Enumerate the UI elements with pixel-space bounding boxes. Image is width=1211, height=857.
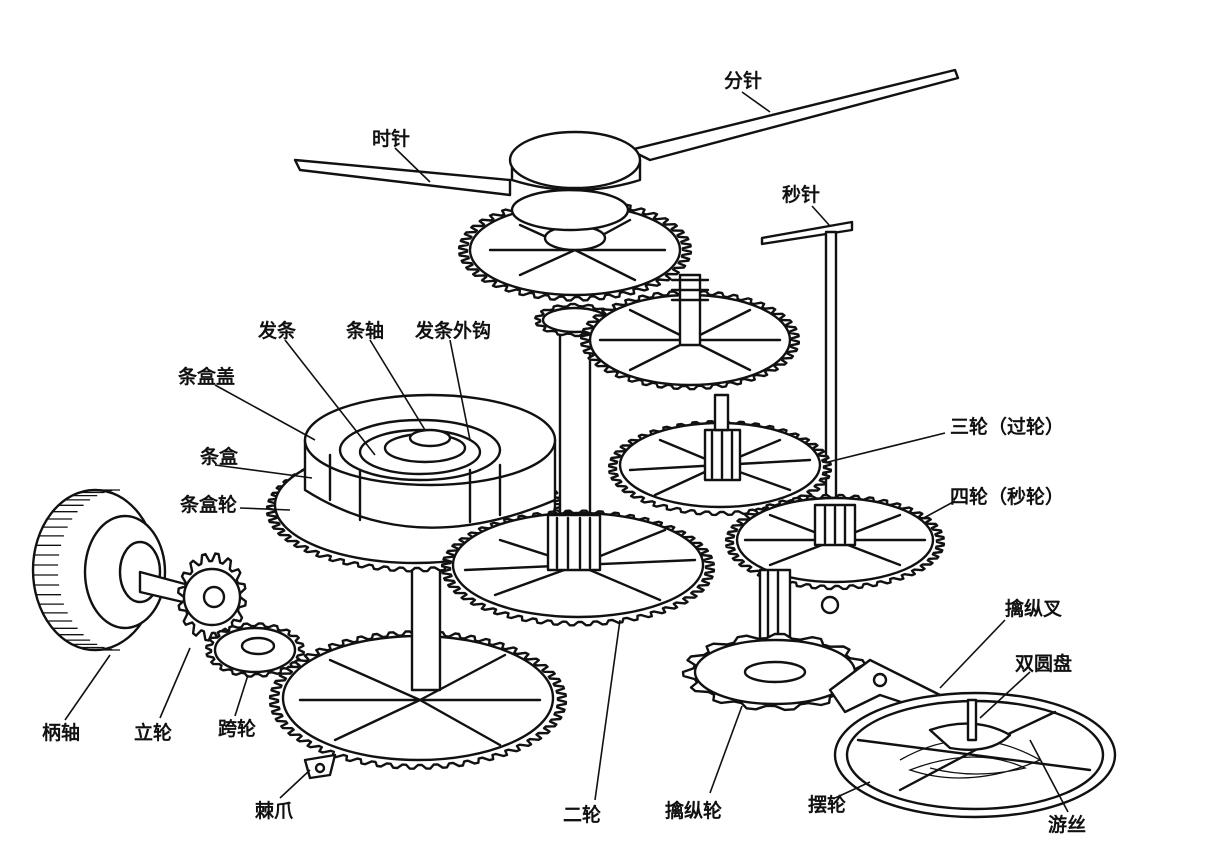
- hour-hand: [293, 158, 512, 197]
- crown-wheel: [177, 552, 247, 642]
- label-arbor: 条轴: [346, 320, 385, 342]
- label-stem: 柄轴: [42, 722, 81, 744]
- center-wheel: [440, 509, 716, 627]
- center-shaft: [558, 328, 592, 522]
- intermediate-wheel: [205, 622, 305, 678]
- label-hairspring: 游丝: [1048, 814, 1087, 836]
- barrel-post: [410, 560, 442, 692]
- label-second-hand: 秒针: [782, 184, 821, 206]
- label-outer-hook: 发条外钩: [415, 320, 492, 342]
- label-escape-wheel: 擒纵轮: [665, 800, 723, 822]
- label-barrel-wheel: 条盒轮: [180, 494, 238, 516]
- label-intermediate-wheel: 跨轮: [218, 718, 257, 740]
- label-barrel-cover: 条盒盖: [178, 366, 236, 388]
- stem-crown: [31, 488, 202, 652]
- label-double-roller: 双圆盘: [1015, 653, 1073, 675]
- label-crown-wheel: 立轮: [134, 722, 173, 744]
- hands: [293, 68, 960, 232]
- label-click: 棘爪: [255, 800, 294, 822]
- third-wheel-upper: [579, 273, 801, 391]
- label-hour-hand: 时针: [372, 128, 411, 150]
- balance-wheel: [833, 691, 1117, 819]
- label-minute-hand: 分针: [724, 70, 763, 92]
- minute-hand: [628, 68, 960, 162]
- label-pallet-fork: 擒纵叉: [1005, 598, 1063, 620]
- escape-wheel: [681, 568, 868, 712]
- label-balance-wheel: 摆轮: [808, 794, 847, 816]
- leader-lines: [64, 91, 1069, 813]
- hour-wheel: [457, 198, 693, 302]
- label-third-wheel: 三轮（过轮）: [950, 416, 1065, 438]
- label-mainspring: 发条: [258, 320, 297, 342]
- fourth-wheel: [724, 493, 946, 615]
- label-fourth-wheel: 四轮（秒轮）: [950, 486, 1065, 508]
- label-barrel: 条盒: [200, 446, 239, 468]
- label-center-wheel: 二轮: [563, 804, 602, 826]
